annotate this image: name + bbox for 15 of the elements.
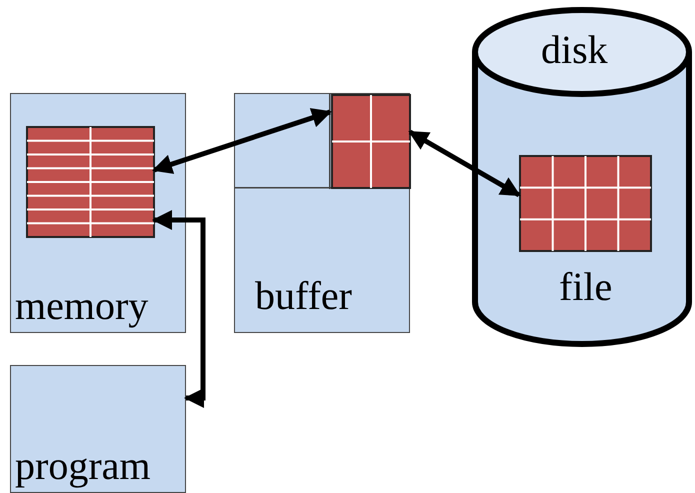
node-label: memory <box>15 284 148 328</box>
double-arrow <box>152 108 332 174</box>
node-label: buffer <box>255 274 352 318</box>
memory-panel <box>10 93 186 333</box>
data-grid <box>26 126 155 238</box>
data-grid <box>331 94 411 189</box>
node-label: disk <box>541 28 608 72</box>
data-grid <box>519 155 652 252</box>
node-label: program <box>15 444 151 488</box>
program-panel <box>10 365 186 493</box>
double-arrow <box>152 210 206 408</box>
node-caption: file <box>559 265 612 309</box>
disk-cylinder <box>471 6 693 348</box>
buffer-panel <box>234 93 410 333</box>
double-arrow <box>408 130 521 198</box>
